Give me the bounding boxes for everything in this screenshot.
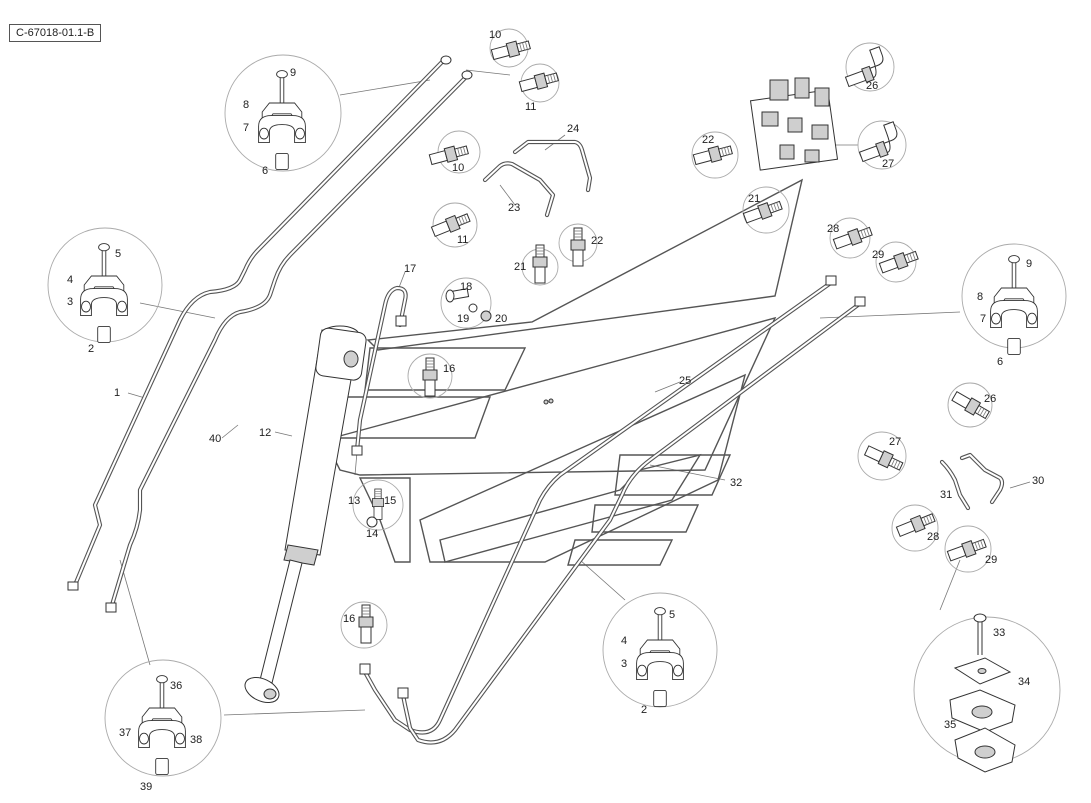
callout-28: 28: [827, 223, 839, 235]
callout-26: 26: [866, 80, 878, 92]
control-valve-assembly: [749, 77, 839, 171]
steel-pipe-31: [939, 459, 971, 511]
callout-32: 32: [730, 477, 742, 489]
callout-9: 9: [290, 67, 296, 79]
callout-7: 7: [243, 122, 249, 134]
callout-2: 2: [88, 343, 94, 355]
steel-pipe-24: [512, 139, 593, 193]
callout-3: 3: [621, 658, 627, 670]
callout-26: 26: [984, 393, 996, 405]
callout-27: 27: [882, 158, 894, 170]
callout-21: 21: [514, 261, 526, 273]
callout-30: 30: [1032, 475, 1044, 487]
callout-5: 5: [669, 609, 675, 621]
callout-5: 5: [115, 248, 121, 260]
callout-38: 38: [190, 734, 202, 746]
callout-8: 8: [977, 291, 983, 303]
callout-6: 6: [997, 356, 1003, 368]
clamp-assembly-bottom-center: [602, 592, 718, 707]
steel-pipe-30: [959, 452, 1005, 505]
callout-39: 39: [140, 781, 152, 793]
callout-23: 23: [508, 202, 520, 214]
callout-12: 12: [259, 427, 271, 439]
callout-3: 3: [67, 296, 73, 308]
steel-pipe-23: [482, 161, 556, 218]
callout-11: 11: [457, 234, 468, 246]
fitting-detail-circles: [340, 28, 993, 649]
callout-22: 22: [702, 134, 714, 146]
callout-10: 10: [489, 29, 501, 41]
plug-18-19-20: [445, 288, 492, 322]
callout-22: 22: [591, 235, 603, 247]
callout-37: 37: [119, 727, 131, 739]
callout-35: 35: [944, 719, 956, 731]
hydraulic-cylinder-12: [244, 325, 367, 704]
steel-pipe-lower: [397, 296, 866, 745]
drawing-reference-label: C-67018-01.1-B: [9, 24, 102, 42]
callout-16: 16: [343, 613, 355, 625]
callout-11: 11: [525, 101, 536, 113]
callout-28: 28: [927, 531, 939, 543]
clamp-assembly-right: [961, 243, 1067, 355]
callout-1: 1: [114, 387, 120, 399]
clamp-assembly-bottom-right: [913, 613, 1061, 773]
callout-18: 18: [460, 281, 472, 293]
callout-10: 10: [452, 162, 464, 174]
callout-labels: 1 2 2 3 3 4 4 5 5 6 6 7 7 8 8 9 9 10 10 …: [67, 29, 1044, 793]
callout-7: 7: [980, 313, 986, 325]
steel-pipe-40: [105, 70, 473, 613]
callout-14: 14: [366, 528, 378, 540]
callout-15: 15: [384, 495, 396, 507]
clamp-assembly-bottom-left: [104, 659, 222, 776]
callout-20: 20: [495, 313, 507, 325]
callout-9: 9: [1026, 258, 1032, 270]
callout-13: 13: [348, 495, 360, 507]
callout-29: 29: [985, 554, 997, 566]
callout-25: 25: [679, 375, 691, 387]
clamp-assembly-left: [47, 227, 163, 343]
fittings: [358, 37, 992, 644]
callout-4: 4: [621, 635, 627, 647]
callout-19: 19: [457, 313, 469, 325]
callout-17: 17: [404, 263, 416, 275]
callout-31: 31: [940, 489, 952, 501]
steel-pipe-17: [351, 285, 408, 456]
callout-29: 29: [872, 249, 884, 261]
clamp-assembly-top-left: [224, 54, 342, 171]
callout-4: 4: [67, 274, 73, 286]
callout-6: 6: [262, 165, 268, 177]
steel-pipe-32: [359, 275, 837, 735]
hydraulic-hose-run-25: [323, 178, 804, 566]
callout-21: 21: [748, 193, 760, 205]
callout-16: 16: [443, 363, 455, 375]
callout-27: 27: [889, 436, 901, 448]
callout-33: 33: [993, 627, 1005, 639]
callout-2: 2: [641, 704, 647, 716]
o-ring-14: [366, 516, 378, 528]
steel-pipe-1: [67, 55, 452, 591]
leader-lines: [119, 69, 1031, 716]
callout-40: 40: [209, 433, 221, 445]
callout-24: 24: [567, 123, 579, 135]
callout-36: 36: [170, 680, 182, 692]
callout-8: 8: [243, 99, 249, 111]
callout-34: 34: [1018, 676, 1030, 688]
